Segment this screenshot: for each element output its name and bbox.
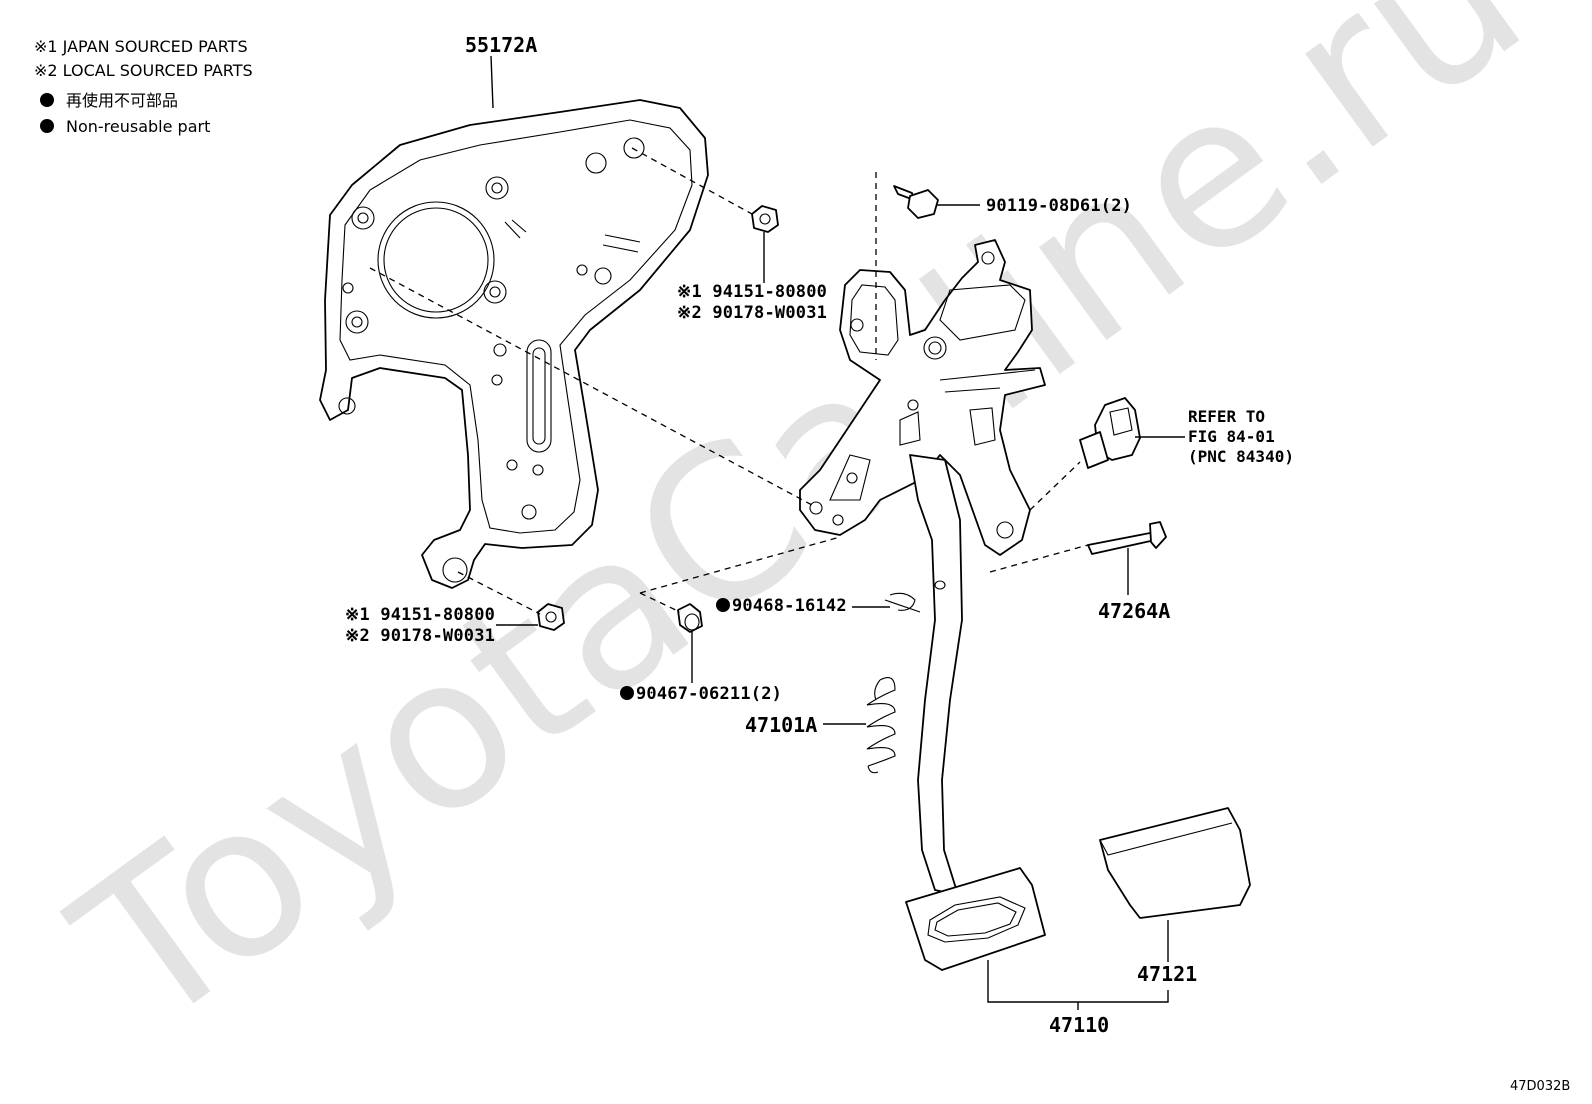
refer-line-3: (PNC 84340): [1188, 447, 1294, 466]
label-47110[interactable]: 47110: [1049, 1013, 1109, 1037]
part-labels: 55172A 90119-08D61(2) ※1 94151-80800 ※2 …: [345, 33, 1570, 1094]
label-nut-bottom-jp[interactable]: ※1 94151-80800: [345, 605, 495, 625]
refer-line-2[interactable]: FIG 84-01: [1188, 427, 1275, 446]
nut-top-drawing: [751, 205, 779, 233]
legend-local-sourced: ※2 LOCAL SOURCED PARTS: [34, 61, 253, 80]
non-reusable-dot-icon: [620, 686, 634, 700]
return-spring-drawing: [866, 677, 896, 774]
label-bolt[interactable]: 90119-08D61(2): [986, 196, 1132, 216]
non-reusable-dot-icon: [716, 598, 730, 612]
label-47121[interactable]: 47121: [1137, 962, 1197, 986]
label-47101a[interactable]: 47101A: [745, 713, 817, 737]
figure-code: 47D032B: [1510, 1079, 1570, 1094]
legend-non-reusable-jp: 再使用不可部品: [66, 91, 178, 110]
label-nut-bottom-local[interactable]: ※2 90178-W0031: [345, 626, 495, 646]
bushing-drawing: [677, 603, 703, 633]
watermark: ToyotaCarline.ru: [35, 0, 1565, 1076]
assembly-lines: [369, 147, 1089, 615]
clevis-pin-drawing: [1087, 521, 1167, 555]
label-bushing[interactable]: 90467-06211(2): [636, 684, 782, 704]
non-reusable-dot-icon: [40, 93, 54, 107]
legend-japan-sourced: ※1 JAPAN SOURCED PARTS: [34, 37, 248, 56]
label-nut-top-local[interactable]: ※2 90178-W0031: [677, 303, 827, 323]
label-nut-top-jp[interactable]: ※1 94151-80800: [677, 282, 827, 302]
pedal-pad-drawing: [1099, 807, 1251, 919]
bracket-55172a-drawing: [319, 99, 709, 589]
legend: ※1 JAPAN SOURCED PARTS ※2 LOCAL SOURCED …: [34, 37, 253, 136]
nut-bottom-drawing: [537, 603, 565, 631]
label-clip[interactable]: 90468-16142: [732, 596, 847, 616]
legend-non-reusable-en: Non-reusable part: [66, 117, 210, 136]
label-55172a[interactable]: 55172A: [465, 33, 537, 57]
bolt-drawing: [893, 185, 939, 219]
label-47264a[interactable]: 47264A: [1098, 599, 1170, 623]
pedal-support-drawing: [799, 239, 1046, 556]
clip-drawing: [884, 592, 921, 613]
refer-line-1: REFER TO: [1188, 407, 1265, 426]
stop-lamp-switch-drawing: [1079, 397, 1141, 469]
non-reusable-dot-icon: [40, 119, 54, 133]
leader-lines: [490, 55, 1185, 1010]
pedal-arm-drawing: [905, 454, 1046, 971]
